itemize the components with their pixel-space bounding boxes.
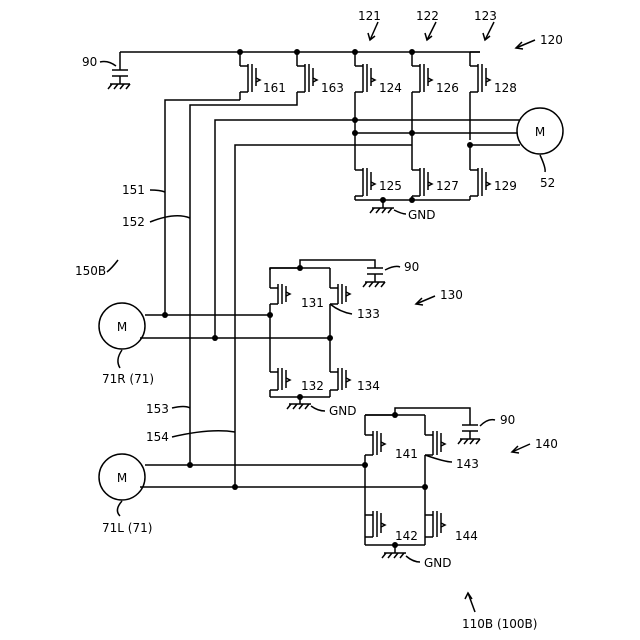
motor-71L-label: M (117, 471, 127, 485)
label-t144: 144 (455, 529, 478, 543)
label-110B: 110B (100B) (462, 617, 537, 631)
bus-to-motor-52 (352, 117, 520, 160)
arrow-icons (368, 22, 535, 612)
label-t125: 125 (379, 179, 402, 193)
label-122: 122 (416, 9, 439, 23)
transistor-126 (412, 52, 432, 120)
label-120: 120 (540, 33, 563, 47)
label-t132: 132 (301, 379, 324, 393)
label-154: 154 (146, 430, 169, 444)
motor-52-label: M (535, 125, 545, 139)
label-t141: 141 (395, 447, 418, 461)
label-t128: 128 (494, 81, 517, 95)
transistor-125 (355, 160, 375, 200)
label-90-top: 90 (82, 55, 97, 69)
label-t124: 124 (379, 81, 402, 95)
label-t126: 126 (436, 81, 459, 95)
label-140: 140 (535, 437, 558, 451)
motor-52: M (517, 108, 563, 172)
label-152: 152 (122, 215, 145, 229)
label-90-mid: 90 (404, 260, 419, 274)
motor-71R: M (99, 303, 145, 368)
section-140 (140, 408, 495, 562)
label-153: 153 (146, 402, 169, 416)
label-t129: 129 (494, 179, 517, 193)
transistor-163 (297, 52, 317, 100)
transistor-128 (470, 52, 490, 140)
label-t131: 131 (301, 296, 324, 310)
label-t133: 133 (357, 307, 380, 321)
label-gnd-bot: GND (424, 556, 452, 570)
label-121: 121 (358, 9, 381, 23)
label-t127: 127 (436, 179, 459, 193)
transistor-124 (355, 52, 375, 120)
label-150B: 150B (75, 264, 106, 278)
label-71L: 71L (71) (102, 521, 152, 535)
label-71R: 71R (71) (102, 372, 154, 386)
label-t163: 163 (321, 81, 344, 95)
label-123: 123 (474, 9, 497, 23)
label-t143: 143 (456, 457, 479, 471)
label-t161: 161 (263, 81, 286, 95)
label-gnd-mid: GND (329, 404, 357, 418)
motor-71R-label: M (117, 320, 127, 334)
label-gnd-top: GND (408, 208, 436, 222)
label-52: 52 (540, 176, 555, 190)
label-t134: 134 (357, 379, 380, 393)
motor-71L: M (99, 454, 145, 516)
label-151: 151 (122, 183, 145, 197)
transistor-129 (470, 145, 490, 200)
label-t142: 142 (395, 529, 418, 543)
transistor-161 (240, 52, 260, 100)
label-90-bot: 90 (500, 413, 515, 427)
transistor-127 (412, 160, 432, 200)
label-130: 130 (440, 288, 463, 302)
